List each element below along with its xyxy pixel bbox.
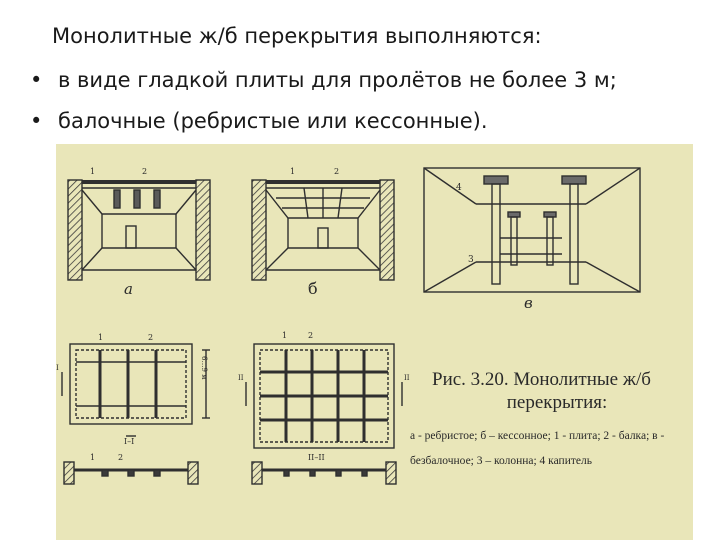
callout-1-plan-b: 1 <box>282 331 287 340</box>
panel-v-flat-slab-columns <box>423 167 641 293</box>
section-label-II-II: II–II <box>308 453 325 462</box>
figure-caption-description: а - ребристое; б – кессонное; 1 - плита;… <box>410 430 665 467</box>
callout-1-plan-a: 1 <box>98 333 103 342</box>
callout-1-b: 1 <box>290 167 295 176</box>
callout-2-plan-a: 2 <box>148 333 153 342</box>
figure-drawings: 1 2 1 2 4 3 а б в 1 2 1 2 I II II 6…9 м … <box>56 167 641 485</box>
callout-1-section-a: 1 <box>90 453 95 462</box>
callout-4-v: 4 <box>456 183 462 193</box>
panel-b-coffered-plan <box>245 343 403 449</box>
section-label-I-I: I–I <box>124 437 134 446</box>
bullet-text: в виде гладкой плиты для пролётов не бол… <box>58 68 617 92</box>
caption-title-line-1: Рис. 3.20. Монолитные ж/б <box>432 369 651 390</box>
bullet-glyph: • <box>30 109 43 133</box>
panel-label-b: б <box>308 279 318 298</box>
callout-2-a: 2 <box>142 167 147 176</box>
panel-label-v: в <box>524 294 533 312</box>
panel-label-a: а <box>124 280 133 298</box>
intro-heading: Монолитные ж/б перекрытия выполняются: <box>52 24 542 48</box>
scanned-figure: 1 2 1 2 4 3 а б в 1 2 1 2 I II II 6…9 м … <box>56 144 693 540</box>
section-mark-II-right: II <box>404 374 410 382</box>
caption-title-line-2: перекрытия: <box>506 392 608 413</box>
callout-2-section-a: 2 <box>118 453 123 462</box>
bullet-text: балочные (ребристые или кессонные). <box>58 109 488 133</box>
panel-a-ribbed-plan <box>61 343 210 437</box>
section-views <box>63 461 397 485</box>
callout-2-plan-b: 2 <box>308 331 313 340</box>
dimension-label: 6…9 м <box>200 356 208 380</box>
panel-b-coffered-perspective <box>251 179 395 281</box>
bullet-glyph: • <box>30 68 43 92</box>
callout-3-v: 3 <box>468 255 474 265</box>
section-mark-I-left: I <box>56 364 59 372</box>
callout-2-b: 2 <box>334 167 339 176</box>
figure-caption-title: Рис. 3.20. Монолитные ж/б перекрытия: <box>432 368 682 414</box>
bullet-item-beam-slab: • балочные (ребристые или кессонные). <box>30 109 488 133</box>
callout-1-a: 1 <box>90 167 95 176</box>
panel-a-ribbed-perspective <box>67 179 211 281</box>
section-mark-II-left: II <box>238 374 244 382</box>
bullet-item-flat-slab: • в виде гладкой плиты для пролётов не бо… <box>30 68 617 92</box>
